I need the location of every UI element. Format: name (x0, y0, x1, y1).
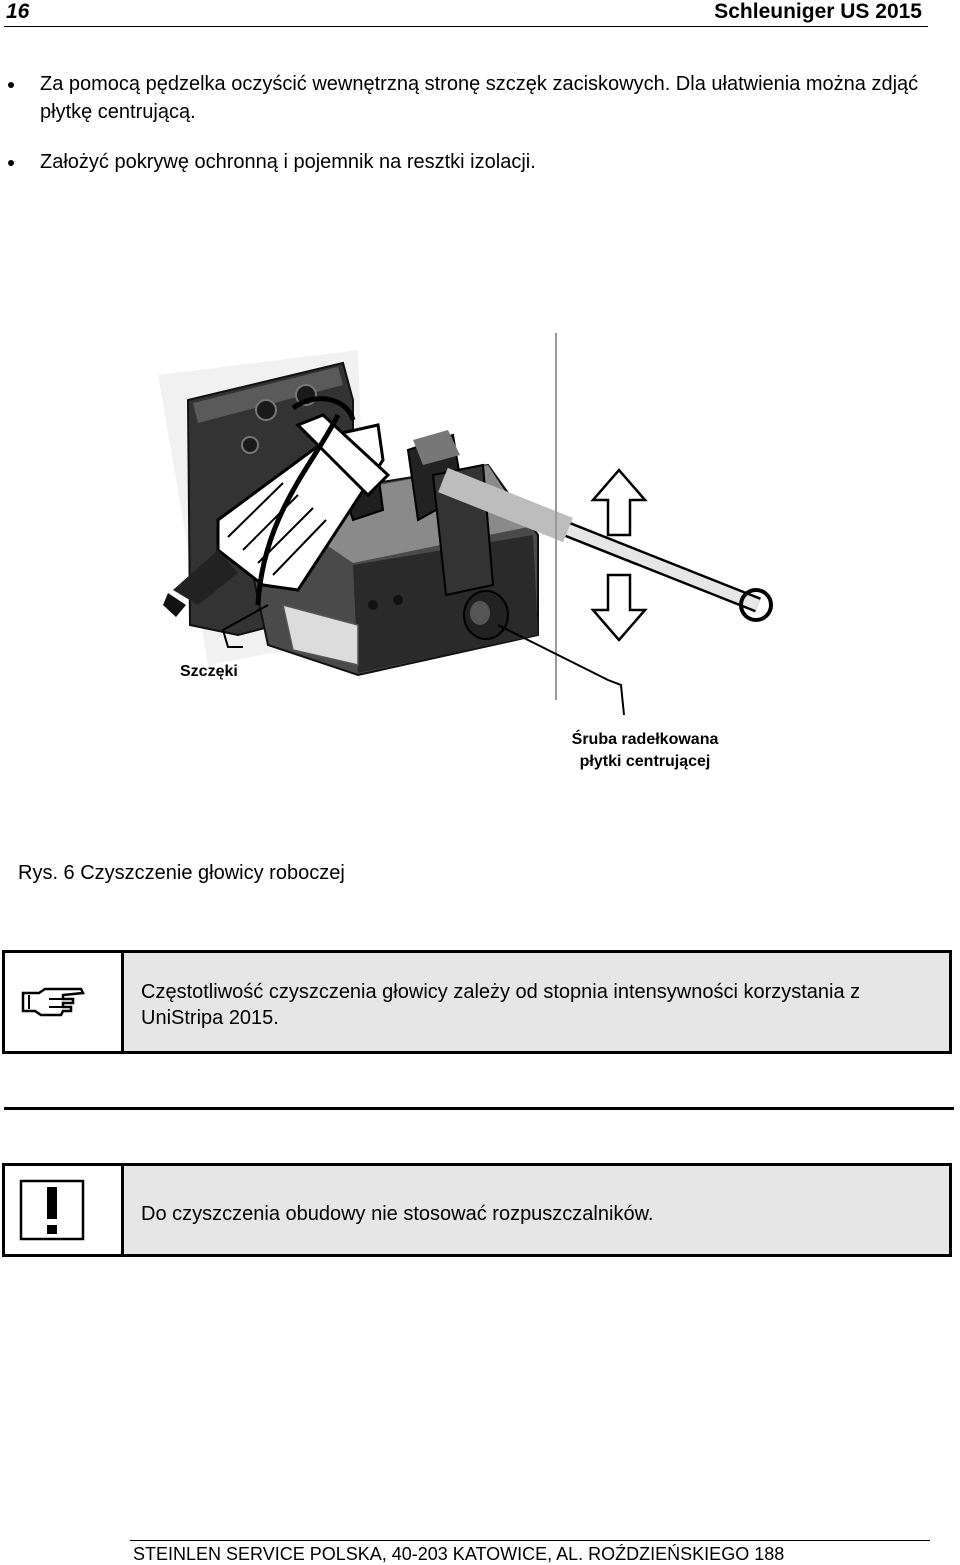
cleaning-head-illustration (68, 305, 860, 717)
note-text: Częstotliwość czyszczenia głowicy zależy… (141, 981, 861, 1029)
bullet-dot (8, 160, 14, 166)
knurled-screw-label-line2: płytki centrującej (579, 753, 711, 770)
warning-text: Do czyszczenia obudowy nie stosować rozp… (141, 1203, 654, 1225)
warning-icon-cell (5, 1166, 124, 1254)
bullet-item: Założyć pokrywę ochronną i pojemnik na r… (8, 148, 930, 176)
bullet-dot (8, 82, 14, 88)
pointing-hand-icon (21, 987, 85, 1017)
footer-divider (130, 1540, 930, 1541)
knurled-screw-label-line1: Śruba radełkowana (571, 731, 719, 748)
exclamation-icon (19, 1179, 85, 1241)
document-title: Schleuniger US 2015 (714, 0, 922, 23)
section-divider (4, 1107, 954, 1110)
jaws-label: Szczęki (180, 663, 238, 680)
page-number: 16 (6, 0, 30, 23)
bullet-item: Za pomocą pędzelka oczyścić wewnętrzną s… (8, 70, 930, 126)
note-box: Częstotliwość czyszczenia głowicy zależy… (2, 950, 952, 1054)
footer-address: STEINLEN SERVICE POLSKA, 40-203 KATOWICE… (133, 1544, 785, 1564)
bullet-text: Za pomocą pędzelka oczyścić wewnętrzną s… (40, 73, 919, 123)
header-divider (4, 26, 928, 27)
knurled-screw-label: Śruba radełkowana płytki centrującej (560, 729, 730, 773)
figure-caption: Rys. 6 Czyszczenie głowicy roboczej (18, 862, 345, 884)
bullet-text: Założyć pokrywę ochronną i pojemnik na r… (40, 151, 536, 173)
note-icon-cell (5, 953, 124, 1051)
warning-box: Do czyszczenia obudowy nie stosować rozp… (2, 1163, 952, 1257)
